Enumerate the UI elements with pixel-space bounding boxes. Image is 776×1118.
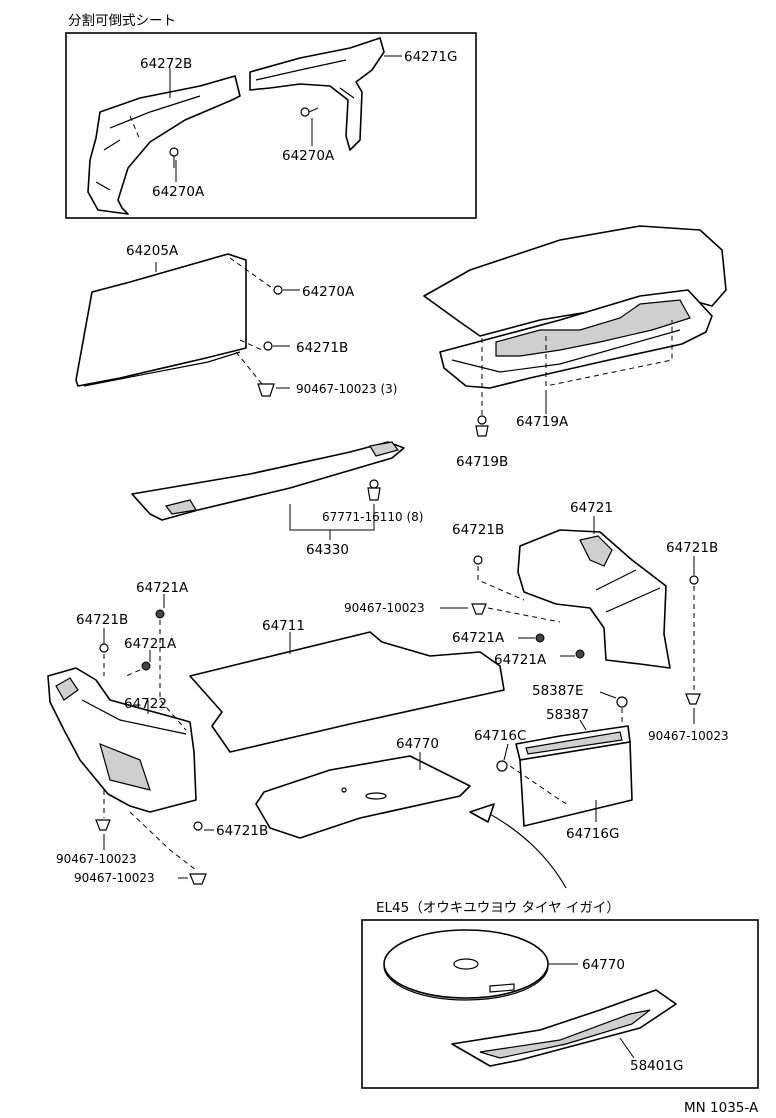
clip-64716C (496, 760, 508, 772)
clip-67771 (367, 479, 381, 501)
trunk-liner-64719A (439, 289, 713, 389)
clip-90467-a (471, 603, 487, 615)
label-64770-2: 64770 (582, 957, 625, 973)
clip-64270A-1 (169, 147, 179, 168)
label-64271G: 64271G (404, 49, 457, 65)
footer-code: MN 1035-A (684, 1100, 759, 1116)
label-64270A-2: 64270A (152, 184, 205, 200)
package-tray-64330 (131, 441, 405, 521)
panel-64205A (75, 253, 247, 387)
label-64330: 64330 (306, 542, 349, 558)
label-64719A: 64719A (516, 414, 569, 430)
deck-board-64770 (255, 755, 471, 839)
clip-64719B (475, 415, 489, 437)
clip-64721A-2 (141, 661, 151, 671)
label-90467-a: 90467-10023 (344, 601, 425, 615)
plate-58387 (515, 725, 631, 761)
side-trim-64722 (47, 667, 197, 813)
clip-64270A-3 (273, 285, 283, 295)
clip-64721A-1 (155, 609, 165, 619)
label-90467-c: 90467-10023 (56, 852, 137, 866)
label-64770-1: 64770 (396, 736, 439, 752)
label-64271B: 64271B (296, 340, 348, 356)
clip-64721B-1 (473, 555, 483, 565)
el45-note: EL45（オウキユウヨウ タイヤ イガイ） (376, 900, 620, 916)
clip-64270A-2 (300, 107, 319, 117)
header-note: 分割可倒式シート (68, 12, 176, 29)
clip-58387E (616, 696, 628, 708)
side-trim-64721 (517, 529, 671, 669)
clip-64721A-4 (575, 649, 585, 659)
label-64270A-3: 64270A (302, 284, 355, 300)
label-90467-3: 90467-10023 (3) (296, 382, 398, 396)
label-64716G: 64716G (566, 826, 619, 842)
side-trim-64272B (87, 75, 241, 215)
inset-box-el45 (361, 919, 759, 1089)
label-58387E: 58387E (532, 683, 583, 699)
label-64721B-1: 64721B (452, 522, 504, 538)
board-64770-el45 (383, 929, 549, 1001)
label-58401G: 58401G (630, 1058, 683, 1074)
label-64716C: 64716C (474, 728, 526, 744)
label-64721B-2: 64721B (666, 540, 718, 556)
label-64711: 64711 (262, 618, 305, 634)
floor-mat-64711 (189, 631, 505, 753)
clip-64721B-3 (99, 643, 109, 653)
clip-90467-d (189, 873, 207, 885)
label-64721B-3: 64721B (76, 612, 128, 628)
label-64721A-1: 64721A (136, 580, 189, 596)
label-67771: 67771-16110 (8) (322, 510, 424, 524)
label-64721A-4: 64721A (494, 652, 547, 668)
label-90467-d: 90467-10023 (74, 871, 155, 885)
label-90467-b: 90467-10023 (648, 729, 729, 743)
clip-90467-b (685, 693, 701, 705)
label-64272B: 64272B (140, 56, 192, 72)
tray-58401G-el45 (451, 989, 677, 1067)
clip-90467-3 (257, 383, 275, 397)
arrow-to-el45-inset (469, 803, 567, 889)
label-64721A-2: 64721A (124, 636, 177, 652)
clip-64721A-3 (535, 633, 545, 643)
side-trim-64271G (249, 37, 385, 151)
label-64721B-4: 64721B (216, 823, 268, 839)
label-64722: 64722 (124, 696, 167, 712)
inset-box-split-seat (65, 32, 477, 219)
clip-64271B (263, 341, 273, 351)
label-64719B: 64719B (456, 454, 508, 470)
clip-64721B-4 (193, 821, 203, 831)
label-58387: 58387 (546, 707, 589, 723)
panel-64716G (519, 741, 633, 827)
trunk-lid (423, 225, 727, 337)
label-64721: 64721 (570, 500, 613, 516)
label-64270A-1: 64270A (282, 148, 335, 164)
label-64205A: 64205A (126, 243, 179, 259)
clip-90467-c (95, 819, 111, 831)
label-64721A-3: 64721A (452, 630, 505, 646)
clip-64721B-2 (689, 575, 699, 585)
